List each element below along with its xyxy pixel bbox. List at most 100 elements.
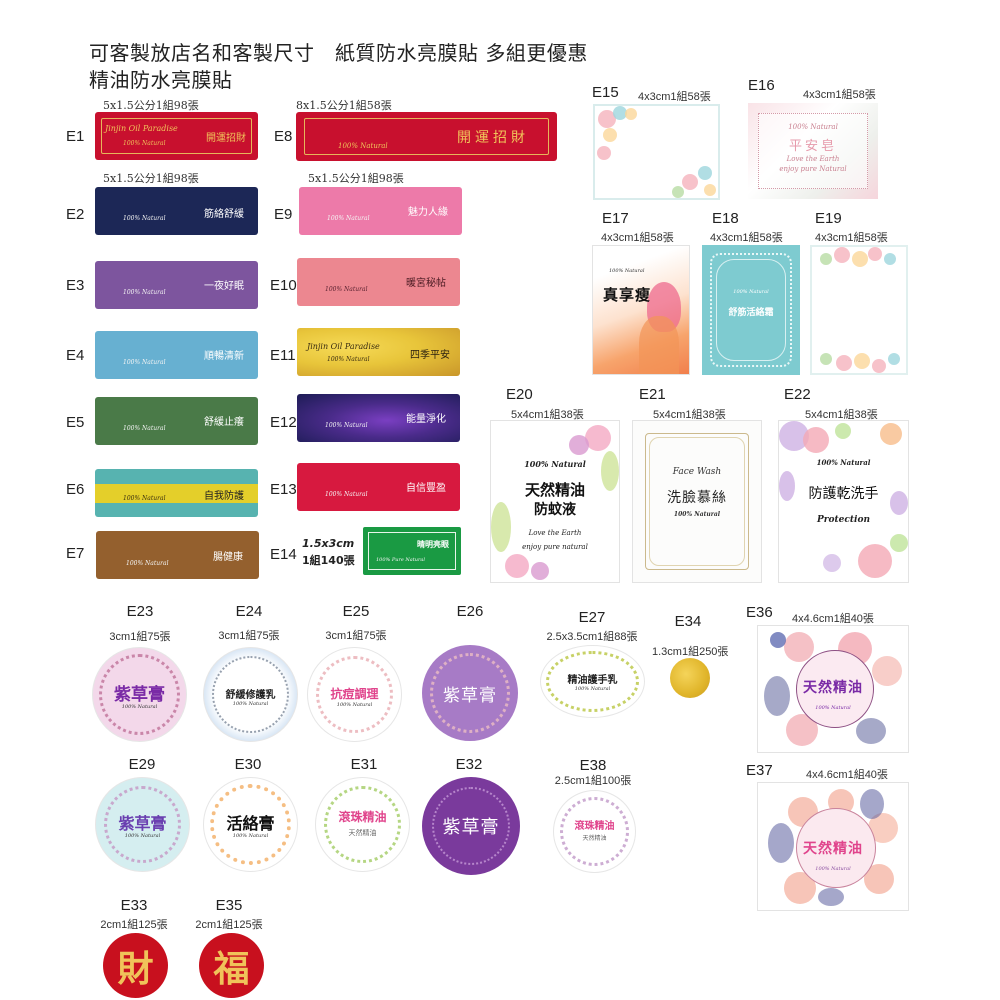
sticker-e27[interactable]: 精油護手乳 100% Natural xyxy=(540,645,645,718)
sticker-name: 腸健康 xyxy=(213,552,243,563)
sticker-e21[interactable]: Face Wash 洗臉慕絲 100% Natural xyxy=(632,420,762,583)
sticker-e26[interactable]: 紫草膏 xyxy=(422,645,518,741)
sticker-e3[interactable]: 100% Natural 一夜好眠 xyxy=(95,261,258,309)
natural-text: 100% Natural xyxy=(338,142,388,150)
sticker-e1[interactable]: Jinjin Oil Paradise 100% Natural 開運招財 xyxy=(95,112,258,160)
tagline-protection: Protection xyxy=(817,515,870,525)
sticker-name: 真享瘦 xyxy=(603,286,652,304)
sticker-name: 紫草膏 xyxy=(443,686,497,706)
natural-text: 100% Natural xyxy=(815,866,851,872)
sticker-name: 舒緩止癢 xyxy=(204,417,244,428)
sticker-name: 四季平安 xyxy=(410,350,450,361)
sticker-name: 開運招財 xyxy=(206,133,246,144)
label-code-e26: E26 xyxy=(456,603,484,620)
label-code-e25: E25 xyxy=(342,603,370,620)
sticker-e25[interactable]: 抗痘調理 100% Natural xyxy=(307,647,402,742)
natural-text: 100% Natural xyxy=(816,458,871,467)
label-code-e29: E29 xyxy=(128,756,156,773)
sticker-e34-gold-dot[interactable] xyxy=(670,658,710,698)
sticker-name: 筋絡舒緩 xyxy=(204,209,244,220)
sticker-name: 洗臉慕絲 xyxy=(667,490,727,506)
natural-text: 100% Natural xyxy=(788,123,838,131)
natural-text: 100% Natural xyxy=(325,491,368,498)
sticker-e17[interactable]: 100% Natural 真享瘦 xyxy=(592,245,690,375)
natural-text: 100% Natural xyxy=(123,425,166,432)
sticker-name: 抗痘調理 xyxy=(330,687,379,701)
sticker-name: 舒緩修護乳 xyxy=(225,690,276,701)
natural-text: 100% Natural xyxy=(336,702,373,708)
size-note-e24: 3cm1組75張 xyxy=(218,630,280,642)
sticker-e22[interactable]: 100% Natural 防護乾洗手 Protection xyxy=(778,420,909,583)
sticker-e37[interactable]: 天然精油 100% Natural xyxy=(757,782,909,911)
sticker-name: 順暢清新 xyxy=(204,351,244,362)
sticker-name: 精油護手乳 xyxy=(567,675,618,686)
natural-text: 100% Natural xyxy=(673,511,721,518)
sticker-e7[interactable]: 100% Natural 腸健康 xyxy=(96,531,259,579)
sticker-e12[interactable]: 100% Natural 能量淨化 xyxy=(297,394,460,442)
sticker-e6[interactable]: 100% Natural 自我防護 xyxy=(95,469,258,517)
sticker-e5[interactable]: 100% Natural 舒緩止癢 xyxy=(95,397,258,445)
sticker-name: 自我防護 xyxy=(204,491,244,502)
sticker-subtitle: 天然精油 xyxy=(348,829,377,837)
sticker-e10[interactable]: 100% Natural 暖宮秘帖 xyxy=(297,258,460,306)
size-note-e23: 3cm1組75張 xyxy=(109,631,171,643)
sticker-e32[interactable]: 紫草膏 xyxy=(422,777,520,875)
size-note-e18: 4x3cm1組58張 xyxy=(710,232,783,244)
sticker-e19[interactable] xyxy=(810,245,908,375)
sticker-name: 一夜好眠 xyxy=(204,281,244,292)
size-note-e25: 3cm1組75張 xyxy=(325,630,387,642)
size-note-e19: 4x3cm1組58張 xyxy=(815,232,888,244)
natural-text: 100% Natural xyxy=(574,686,611,692)
label-code-e1: E1 xyxy=(66,128,85,145)
natural-text: 100% Natural xyxy=(609,268,645,274)
sticker-e35[interactable]: 福 xyxy=(199,933,264,998)
label-code-e2: E2 xyxy=(66,206,85,223)
sticker-name: 紫草膏 xyxy=(114,685,165,705)
label-code-e4: E4 xyxy=(66,347,85,364)
sticker-name: 紫草膏 xyxy=(118,814,167,833)
sticker-e15[interactable] xyxy=(593,104,720,200)
sticker-e18[interactable]: 100% Natural 舒筋活絡霜 xyxy=(702,245,800,375)
sticker-e33[interactable]: 財 xyxy=(103,933,168,998)
natural-text: 100% Natural xyxy=(123,359,166,366)
sticker-e9[interactable]: 100% Natural 魅力人緣 xyxy=(299,187,462,235)
sticker-e11[interactable]: Jinjin Oil Paradise 100% Natural 四季平安 xyxy=(297,328,460,376)
label-code-e24: E24 xyxy=(235,603,263,620)
sticker-e8[interactable]: 100% Natural 開運招財 xyxy=(296,112,557,161)
header-title-line2: 精油防水亮膜貼 xyxy=(89,68,233,92)
sticker-e13[interactable]: 100% Natural 自信豐盈 xyxy=(297,463,460,511)
label-code-e15: E15 xyxy=(592,84,619,101)
sticker-e20[interactable]: 100% Natural 天然精油 防蚊液 Love the Earth enj… xyxy=(490,420,620,583)
label-code-e23: E23 xyxy=(126,603,154,620)
natural-text: 100% Natural xyxy=(126,560,169,567)
sticker-e29[interactable]: 紫草膏 100% Natural xyxy=(95,777,190,872)
sticker-e30[interactable]: 活絡膏 100% Natural xyxy=(203,777,298,872)
sticker-e4[interactable]: 100% Natural 順暢清新 xyxy=(95,331,258,379)
size-note-e22: 5x4cm1組38張 xyxy=(805,409,878,421)
label-code-e38: E38 xyxy=(579,757,607,774)
sticker-e36[interactable]: 天然精油 100% Natural xyxy=(757,625,909,753)
label-code-e31: E31 xyxy=(350,756,378,773)
size-note-e37: 4x4.6cm1組40張 xyxy=(806,769,888,781)
sticker-name-1: 天然精油 xyxy=(524,481,585,499)
sticker-e2[interactable]: 100% Natural 筋絡舒緩 xyxy=(95,187,258,235)
sticker-e16[interactable]: 100% Natural 平安皂 Love the Earth enjoy pu… xyxy=(748,103,878,199)
tagline-2: enjoy pure Natural xyxy=(779,165,847,173)
sticker-e38[interactable]: 滾珠精油 天然精油 xyxy=(553,790,636,873)
sticker-name: 自信豐盈 xyxy=(406,483,446,494)
size-note-e8: 8x1.5公分1組58張 xyxy=(296,99,392,112)
sticker-e31[interactable]: 滾珠精油 天然精油 xyxy=(315,777,410,872)
label-code-e7: E7 xyxy=(66,545,85,562)
sticker-name: 天然精油 xyxy=(803,680,863,696)
size-note-e2: 5x1.5公分1組98張 xyxy=(103,172,199,185)
label-code-e8: E8 xyxy=(274,128,293,145)
sticker-name: 福 xyxy=(213,947,250,990)
size-note-e36: 4x4.6cm1組40張 xyxy=(792,613,874,625)
tagline-1: Love the Earth xyxy=(786,155,840,163)
sticker-e24[interactable]: 舒緩修護乳 100% Natural xyxy=(203,647,298,742)
natural-text: 100% Natural xyxy=(733,289,769,295)
sticker-e14[interactable]: 晴明亮眼 100% Pure Natural xyxy=(363,527,461,575)
sticker-e23[interactable]: 紫草膏 100% Natural xyxy=(92,647,187,742)
sticker-name: 能量淨化 xyxy=(406,414,446,425)
sticker-name: 舒筋活絡霜 xyxy=(728,308,774,318)
